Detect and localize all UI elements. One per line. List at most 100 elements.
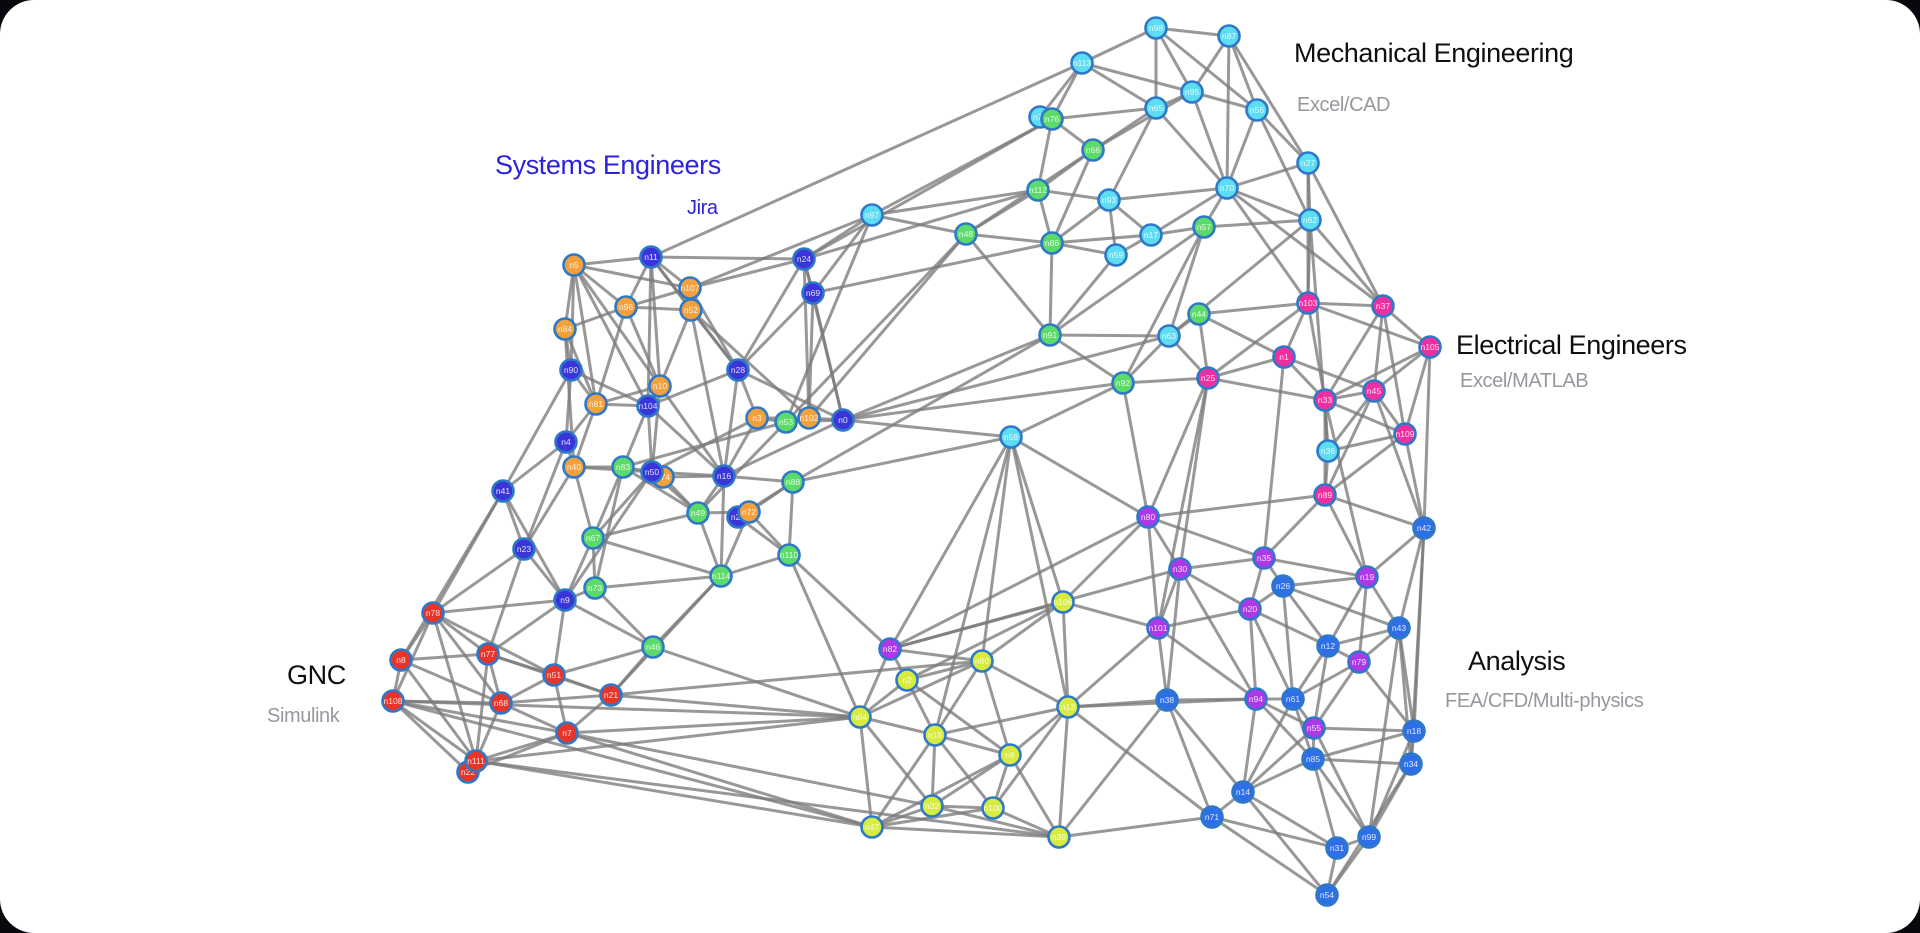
graph-node-n51[interactable]: n51 (542, 663, 566, 687)
graph-node-n89[interactable]: n89 (1313, 483, 1337, 507)
graph-node-n91[interactable]: n91 (1038, 323, 1062, 347)
graph-node-n20[interactable]: n20 (1238, 597, 1262, 621)
graph-node-n88[interactable]: n88 (781, 470, 805, 494)
graph-node-n59[interactable]: n59 (1104, 243, 1128, 267)
graph-node-n112[interactable]: n112 (1026, 178, 1050, 202)
graph-node-n80[interactable]: n80 (1136, 505, 1160, 529)
graph-node-n82[interactable]: n82 (878, 637, 902, 661)
graph-node-n35[interactable]: n35 (1252, 546, 1276, 570)
graph-node-n32[interactable]: n32 (920, 794, 944, 818)
graph-node-n2[interactable]: n2 (895, 668, 919, 692)
graph-node-n10[interactable]: n10 (648, 374, 672, 398)
graph-node-n95[interactable]: n95 (1180, 80, 1204, 104)
graph-node-n99[interactable]: n99 (1357, 825, 1381, 849)
graph-node-n106[interactable]: n106 (1051, 590, 1075, 614)
graph-node-n4[interactable]: n4 (554, 430, 578, 454)
graph-node-n104[interactable]: n104 (636, 394, 660, 418)
graph-node-n61[interactable]: n61 (1281, 687, 1305, 711)
graph-node-n105[interactable]: n105 (1418, 335, 1442, 359)
graph-node-n31[interactable]: n31 (1325, 836, 1349, 860)
graph-node-n97[interactable]: n97 (860, 203, 884, 227)
graph-node-n73[interactable]: n73 (583, 576, 607, 600)
graph-node-n102[interactable]: n102 (797, 406, 821, 430)
graph-node-n98[interactable]: n98 (1144, 16, 1168, 40)
graph-node-n87[interactable]: n87 (1217, 24, 1241, 48)
graph-node-n13[interactable]: n13 (1056, 695, 1080, 719)
graph-node-n114[interactable]: n114 (709, 564, 733, 588)
graph-node-n5[interactable]: n5 (562, 253, 586, 277)
graph-node-n7[interactable]: n7 (555, 721, 579, 745)
graph-node-n84[interactable]: n84 (553, 317, 577, 341)
graph-node-n81[interactable]: n81 (584, 392, 608, 416)
graph-node-n16[interactable]: n16 (712, 464, 736, 488)
graph-node-n92[interactable]: n92 (1111, 371, 1135, 395)
graph-node-n66[interactable]: n66 (1081, 138, 1105, 162)
graph-node-n53[interactable]: n53 (774, 410, 798, 434)
graph-node-n107[interactable]: n107 (678, 276, 702, 300)
graph-node-n93[interactable]: n93 (1097, 188, 1121, 212)
graph-node-n8[interactable]: n8 (389, 648, 413, 672)
graph-node-n23[interactable]: n23 (512, 537, 536, 561)
graph-node-n63[interactable]: n63 (1157, 324, 1181, 348)
graph-node-n68[interactable]: n68 (489, 691, 513, 715)
graph-node-n15[interactable]: n15 (923, 723, 947, 747)
graph-node-n17[interactable]: n17 (1139, 223, 1163, 247)
graph-node-n50[interactable]: n50 (640, 460, 664, 484)
graph-node-n42[interactable]: n42 (1412, 516, 1436, 540)
graph-node-n103[interactable]: n103 (1296, 291, 1320, 315)
graph-node-n86[interactable]: n86 (1040, 231, 1064, 255)
graph-node-n111[interactable]: n111 (464, 749, 488, 773)
graph-node-n33[interactable]: n33 (1313, 388, 1337, 412)
graph-node-n108[interactable]: n108 (381, 689, 405, 713)
graph-node-n101[interactable]: n101 (1146, 616, 1170, 640)
graph-node-n70[interactable]: n70 (1215, 176, 1239, 200)
graph-node-n48[interactable]: n48 (954, 222, 978, 246)
graph-node-n0[interactable]: n0 (831, 408, 855, 432)
graph-node-n41[interactable]: n41 (491, 479, 515, 503)
graph-node-n90[interactable]: n90 (559, 358, 583, 382)
graph-node-n52[interactable]: n52 (679, 298, 703, 322)
graph-node-n69[interactable]: n69 (801, 281, 825, 305)
graph-node-n39[interactable]: n39 (1047, 825, 1071, 849)
graph-node-n43[interactable]: n43 (1387, 616, 1411, 640)
graph-node-n26[interactable]: n26 (1271, 574, 1295, 598)
graph-node-n25[interactable]: n25 (1196, 366, 1220, 390)
graph-node-n79[interactable]: n79 (1347, 650, 1371, 674)
graph-node-n12[interactable]: n12 (1316, 634, 1340, 658)
graph-node-n96[interactable]: n96 (614, 295, 638, 319)
graph-node-n37[interactable]: n37 (1371, 294, 1395, 318)
graph-node-n71[interactable]: n71 (1200, 805, 1224, 829)
graph-node-n11[interactable]: n11 (639, 245, 663, 269)
graph-node-n85[interactable]: n85 (1301, 747, 1325, 771)
graph-node-n72[interactable]: n72 (737, 500, 761, 524)
graph-node-n94[interactable]: n94 (1244, 687, 1268, 711)
graph-node-n109[interactable]: n109 (1393, 422, 1417, 446)
graph-node-n30[interactable]: n30 (1168, 557, 1192, 581)
graph-node-n40[interactable]: n40 (562, 455, 586, 479)
graph-node-n21[interactable]: n21 (599, 683, 623, 707)
graph-node-n47[interactable]: n47 (860, 815, 884, 839)
graph-node-n45[interactable]: n45 (1362, 379, 1386, 403)
graph-node-n34[interactable]: n34 (1399, 752, 1423, 776)
graph-node-n78[interactable]: n78 (421, 601, 445, 625)
graph-node-n100[interactable]: n100 (981, 796, 1005, 820)
graph-node-n62[interactable]: n62 (1298, 208, 1322, 232)
graph-node-n46[interactable]: n46 (641, 635, 665, 659)
graph-node-n18[interactable]: n18 (1402, 719, 1426, 743)
graph-node-n83[interactable]: n83 (611, 455, 635, 479)
graph-node-n113[interactable]: n113 (1070, 51, 1094, 75)
graph-node-n58[interactable]: n58 (999, 425, 1023, 449)
graph-node-n24[interactable]: n24 (792, 247, 816, 271)
graph-node-n56[interactable]: n56 (1245, 98, 1269, 122)
graph-node-n19[interactable]: n19 (1355, 565, 1379, 589)
graph-node-n54[interactable]: n54 (1315, 883, 1339, 907)
graph-node-n14[interactable]: n14 (1231, 780, 1255, 804)
graph-node-n49[interactable]: n49 (686, 501, 710, 525)
graph-node-n55[interactable]: n55 (1302, 716, 1326, 740)
graph-node-n36[interactable]: n36 (1316, 439, 1340, 463)
graph-node-n57[interactable]: n57 (1192, 215, 1216, 239)
graph-node-n9[interactable]: n9 (553, 588, 577, 612)
graph-node-n110[interactable]: n110 (777, 543, 801, 567)
graph-node-n65[interactable]: n65 (1144, 96, 1168, 120)
graph-node-n28[interactable]: n28 (726, 358, 750, 382)
